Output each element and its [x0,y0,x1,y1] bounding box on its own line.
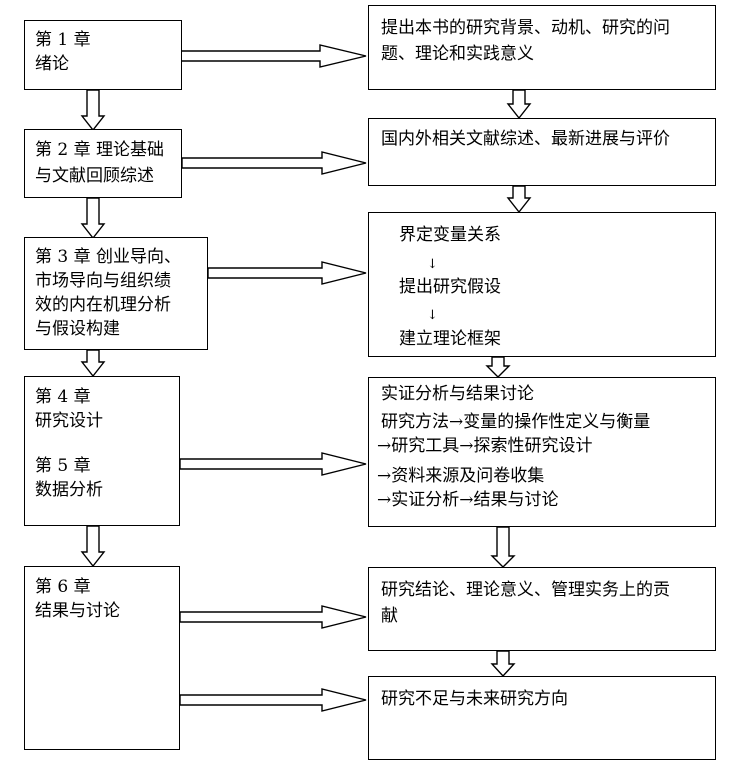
arrow-ch3-to-r3 [207,261,367,285]
propose-hypotheses-text: 提出研究假设 [399,277,501,297]
arrow-ch45-to-ch6 [80,525,106,568]
research-background-box: 提出本书的研究背景、动机、研究的问 题、理论和实践意义 [368,5,716,90]
research-background-line2: 题、理论和实践意义 [381,44,534,64]
empirical-analysis-line4: →实证分析→结果与讨论 [377,490,559,510]
research-background-line1: 提出本书的研究背景、动机、研究的问 [381,18,670,38]
arrow-r1-to-r2 [506,89,532,120]
chapter45-box: 第 4 章 研究设计 第 5 章 数据分析 [24,376,180,526]
empirical-analysis-line1: 研究方法→变量的操作性定义与衡量 [381,412,651,432]
chapter6-title: 第 6 章 [35,577,91,597]
chapter5-subtitle: 数据分析 [35,480,103,500]
chapter2-line1: 第 2 章 理论基础 [35,140,165,160]
chapter3-line2: 市场导向与组织绩 [35,271,171,291]
chapter3-line3: 效的内在机理分析 [35,295,171,315]
arrow-ch1-to-r1 [179,44,367,68]
arrow-ch2-to-r2 [181,151,367,175]
chapter4-title: 第 4 章 [35,387,91,407]
build-framework-text: 建立理论框架 [399,329,501,349]
empirical-analysis-line3: →资料来源及问卷收集 [377,466,545,486]
arrow-ch3-to-ch45 [80,349,106,378]
down-arrow-2: ↓ [427,308,438,323]
arrow-ch45-to-r4 [179,452,367,476]
chapter6-subtitle: 结果与讨论 [35,601,120,621]
chapter3-line4: 与假设构建 [35,319,120,339]
arrow-r4-to-r5 [490,526,516,568]
arrow-ch6-to-r5 [179,605,367,629]
arrow-ch1-to-ch2 [80,89,106,132]
empirical-analysis-box: 实证分析与结果讨论 研究方法→变量的操作性定义与衡量 →研究工具→探索性研究设计… [368,377,716,527]
literature-review-text: 国内外相关文献综述、最新进展与评价 [381,129,670,149]
chapter3-line1: 第 3 章 创业导向、 [35,247,182,267]
chapter1-box: 第 1 章 绪论 [24,20,182,90]
limitations-box: 研究不足与未来研究方向 [368,676,716,760]
chapter2-line2: 与文献回顾综述 [35,166,154,186]
literature-review-box: 国内外相关文献综述、最新进展与评价 [368,118,716,186]
arrow-ch6-to-r6 [179,688,367,712]
arrow-ch2-to-ch3 [80,197,106,240]
arrow-r3-to-r4 [485,356,511,378]
empirical-analysis-title: 实证分析与结果讨论 [381,384,534,404]
conclusions-line1: 研究结论、理论意义、管理实务上的贡 [381,580,670,600]
conclusions-box: 研究结论、理论意义、管理实务上的贡 献 [368,567,716,651]
chapter4-subtitle: 研究设计 [35,411,103,431]
chapter1-subtitle: 绪论 [35,54,69,74]
chapter5-title: 第 5 章 [35,456,91,476]
chapter3-box: 第 3 章 创业导向、 市场导向与组织绩 效的内在机理分析 与假设构建 [24,237,208,350]
chapter6-box: 第 6 章 结果与讨论 [24,566,180,750]
chapter2-box: 第 2 章 理论基础 与文献回顾综述 [24,129,182,198]
down-arrow-1: ↓ [427,257,438,272]
theory-framework-box: 界定变量关系 ↓ 提出研究假设 ↓ 建立理论框架 [368,212,716,357]
arrow-r5-to-r6 [490,650,516,678]
arrow-r2-to-r3 [506,185,532,214]
conclusions-line2: 献 [381,606,398,626]
empirical-analysis-line2: →研究工具→探索性研究设计 [377,436,593,456]
limitations-text: 研究不足与未来研究方向 [381,689,568,709]
define-variables-text: 界定变量关系 [399,225,501,245]
chapter1-title: 第 1 章 [35,30,91,50]
